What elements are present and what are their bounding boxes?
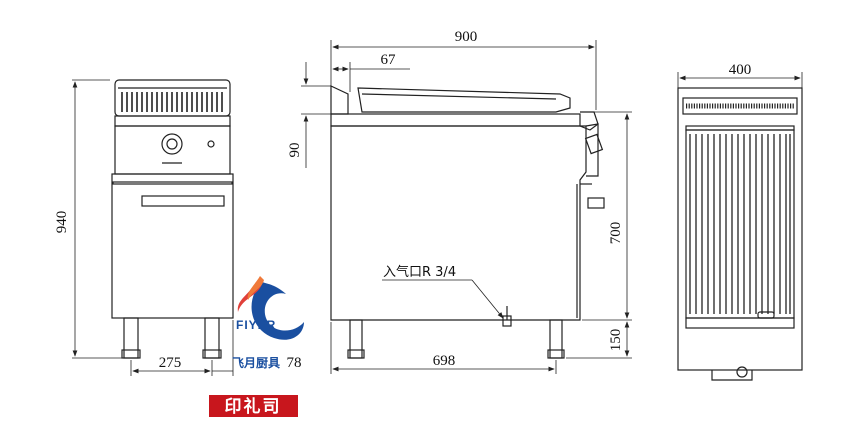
logo-brand-en: FIYER	[236, 318, 276, 332]
dim-side-top-offset: 67	[381, 52, 397, 68]
front-door-handle	[141, 195, 225, 207]
side-grill-top	[357, 87, 571, 113]
top-backsplash	[682, 97, 798, 115]
stamp-text: 印礼司	[225, 396, 282, 417]
front-leg-left	[123, 317, 139, 359]
stamp-background	[209, 395, 298, 417]
top-knob-icon	[736, 366, 748, 378]
top-grill-bars	[689, 134, 791, 314]
side-grill-line	[361, 93, 557, 100]
top-front-rail	[685, 317, 795, 329]
dim-front-leg-spacing: 275	[159, 355, 182, 371]
ignition-button-icon	[207, 140, 215, 148]
side-knob-icon	[584, 133, 604, 155]
dim-side-leg-spacing: 698	[433, 353, 456, 369]
logo-brand-cn: 飞月厨具	[232, 355, 280, 370]
top-knob-front	[711, 370, 753, 381]
side-foot-rear	[347, 349, 365, 359]
gas-inlet-label: 入气口R 3/4	[383, 264, 456, 280]
top-grid-rail	[685, 125, 795, 131]
side-leg-rear	[349, 319, 363, 359]
side-door-handle	[587, 197, 605, 209]
dim-side-body-height: 700	[608, 222, 624, 245]
side-panel	[585, 123, 599, 177]
side-top-rim	[330, 113, 581, 127]
top-drip-handle	[757, 311, 775, 319]
front-grill-bars	[121, 92, 223, 112]
front-leg-right	[204, 317, 220, 359]
dim-side-depth: 900	[455, 29, 478, 45]
front-dimensions	[72, 79, 234, 376]
top-view	[677, 87, 803, 381]
dim-side-rear-rise: 90	[287, 143, 303, 158]
dim-side-leg-height: 150	[608, 329, 624, 352]
brand-logo: FIYER 飞月厨具	[232, 276, 304, 370]
top-dimensions	[677, 72, 803, 88]
side-foot-front	[547, 349, 565, 359]
side-body	[330, 125, 587, 321]
side-dimensions	[301, 40, 632, 374]
seal-stamp: 印礼司	[209, 395, 298, 417]
front-panel-strip	[114, 115, 231, 127]
dim-front-height: 940	[54, 211, 70, 234]
side-view	[330, 85, 605, 359]
top-outline	[677, 87, 803, 371]
control-knob-icon	[161, 133, 183, 155]
gas-leader-line	[471, 279, 504, 319]
front-view	[111, 79, 234, 359]
front-door-top	[112, 181, 233, 185]
front-foot-left	[121, 349, 141, 359]
side-backsplash	[330, 85, 349, 115]
control-knob-center-icon	[166, 138, 178, 150]
gas-inlet-fitting	[502, 315, 512, 327]
front-cabinet	[111, 173, 234, 319]
side-leg-front	[549, 319, 563, 359]
logo-crescent-icon	[251, 282, 304, 340]
dim-top-width: 400	[729, 62, 752, 78]
side-panel-top	[579, 111, 599, 131]
dim-front-leg-offset: 78	[287, 355, 302, 371]
front-foot-right	[202, 349, 222, 359]
front-control-panel	[114, 125, 231, 175]
logo-flame-inner-icon	[247, 276, 264, 300]
